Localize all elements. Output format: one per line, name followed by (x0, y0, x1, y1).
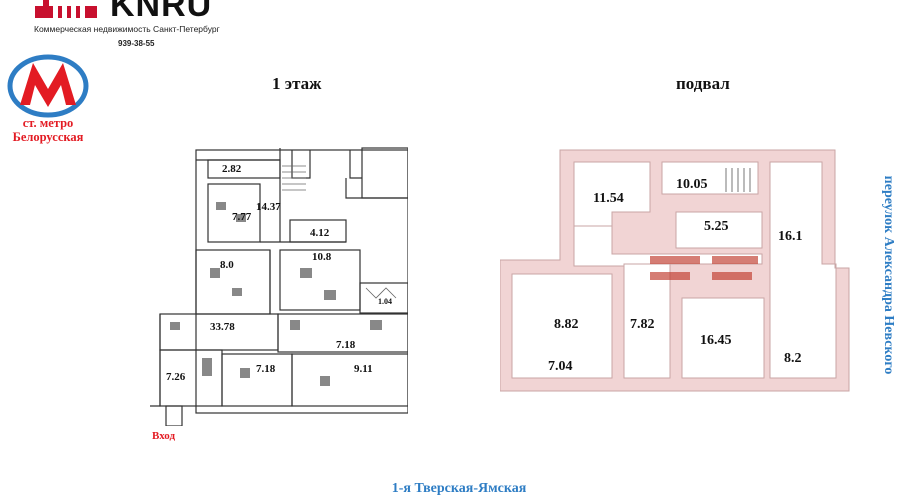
room-label: 8.0 (220, 259, 234, 271)
room-label: 7.26 (166, 371, 186, 383)
brand-phone: 939-38-55 (118, 39, 155, 48)
room-label: 33.78 (210, 321, 235, 333)
side-street-label: переулок Александра Невского (881, 175, 896, 375)
first-floor-title: 1 этаж (272, 74, 322, 93)
stairs (282, 165, 397, 299)
room-label: 7.18 (256, 363, 276, 375)
bottom-street-label: 1-я Тверская-Ямская (391, 481, 527, 496)
metro-m-icon (7, 54, 89, 118)
room-label: 8.82 (554, 317, 579, 332)
entrance-label: Вход (152, 430, 176, 442)
room-label: 14.37 (256, 201, 281, 213)
basement-walls (500, 149, 850, 392)
room-label: 8.2 (784, 351, 802, 366)
room-label: 16.1 (778, 229, 803, 244)
room-label: 5.25 (704, 219, 729, 234)
basement-stairs (725, 168, 751, 192)
room-label: 10.05 (676, 177, 708, 192)
room-label: 1.04 (378, 297, 392, 306)
room-label: 10.8 (312, 251, 332, 263)
room-label: 9.11 (354, 363, 373, 375)
first-floor-walls (150, 147, 408, 426)
first-floor-plan: 2.82 7.77 14.37 4.12 8.0 10.8 1.04 33.78… (150, 147, 408, 426)
room-label: 7.82 (630, 317, 655, 332)
room-label: 2.82 (222, 163, 242, 175)
metro-station-label: ст. метро Белорусская (12, 116, 84, 144)
brand-tagline: Коммерческая недвижимость Санкт-Петербур… (34, 24, 220, 34)
knru-logo-icon (35, 0, 97, 18)
first-floor-furniture (170, 202, 382, 386)
room-label: 7.77 (232, 211, 252, 223)
brand-name: KNRU (110, 0, 213, 24)
room-label: 16.45 (700, 333, 732, 348)
room-label: 11.54 (593, 191, 624, 206)
basement-plan: 11.54 10.05 5.25 16.1 8.82 7.82 16.45 8.… (500, 149, 850, 392)
basement-equipment (650, 256, 758, 280)
room-label: 7.18 (336, 339, 356, 351)
basement-title: подвал (676, 74, 730, 93)
room-label: 7.04 (548, 359, 573, 374)
room-label: 4.12 (310, 227, 330, 239)
